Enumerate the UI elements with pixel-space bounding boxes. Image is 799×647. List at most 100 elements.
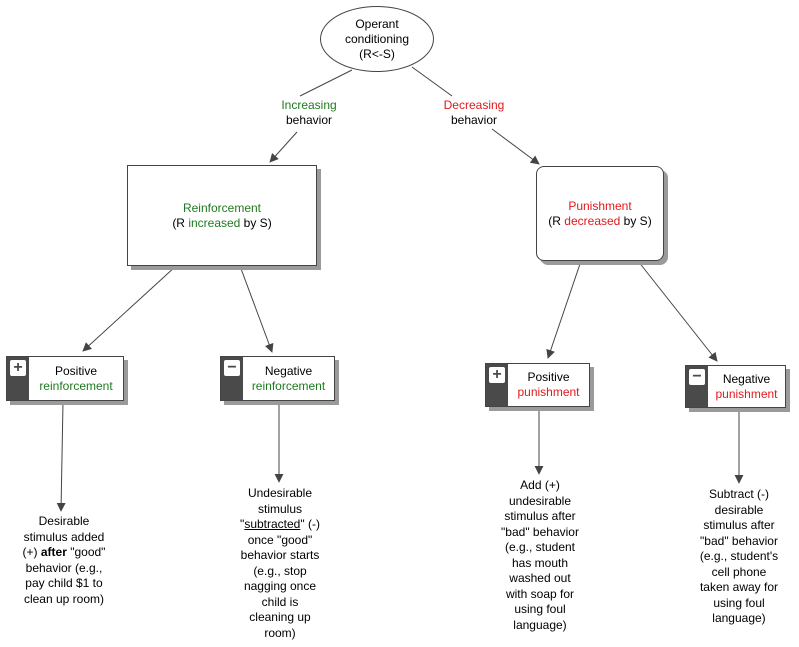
edge-reinforcement-to-positive [82,265,177,352]
desc-line: (e.g., student [504,540,576,554]
desc-line: has mouth [511,555,569,570]
edge-positive-reinforcement-to-desc [56,401,66,512]
desc-line: Undesirable [247,486,313,500]
root-node-operant-conditioning: Operant conditioning (R<-S) [320,6,434,72]
desc-line: using foul [514,602,566,616]
desc-line: clean up room) [23,591,105,606]
positive-reinforcement-line1: Positive [54,363,98,378]
edge-reinforcement-to-negative [239,265,274,353]
edge-decreasing-to-punishment [491,128,540,165]
desc-line: "subtracted" (-) [230,517,330,533]
negative-reinforcement-sign-bar: − [221,357,243,400]
positive-punishment-text: Positive punishment [508,364,589,406]
desc-line: Desirable [38,514,90,528]
desc-line: Subtract (-) [708,487,769,501]
edge-punishment-to-negative [637,260,718,362]
edge-label-decreasing-line2: behavior [450,113,498,127]
desc-line: once "good" [247,532,313,547]
desc-line: stimulus [257,501,302,516]
negative-reinforcement-line1: Negative [264,363,313,378]
desc-fragment: "good" [66,545,106,559]
desc-line: "bad" behavior [501,524,579,539]
negative-reinforcement-description: Undesirable stimulus "subtracted" (-) on… [230,486,330,641]
reinforcement-title: Reinforcement [182,200,262,215]
desc-line: language) [712,611,766,625]
positive-punishment-description: Add (+) undesirable stimulus after "bad"… [490,478,590,633]
minus-icon: − [224,360,240,376]
desc-fragment: " [240,517,245,531]
edge-label-increasing-line2: behavior [285,113,333,127]
positive-punishment-line1: Positive [527,370,570,384]
desc-line: "bad" behavior [700,533,778,548]
reinforcement-subtitle: (R increased by S) [172,216,271,231]
minus-icon: − [689,369,705,385]
positive-reinforcement-sign-bar: + [7,357,29,400]
edge-label-increasing-line1: Increasing [281,98,337,112]
punishment-node: Punishment (R decreased by S) [536,166,664,261]
desc-line: stimulus added [23,529,105,544]
desc-line: using foul [713,595,765,610]
edge-label-decreasing-line1: Decreasing [443,98,505,112]
desc-line: (e.g., stop [253,563,307,578]
desc-line: language) [513,617,567,632]
desc-line: undesirable [508,493,572,508]
desc-line: pay child $1 to [25,576,103,590]
root-label-line3: (R<-S) [359,46,395,61]
reinforcement-sub-keyword: increased [188,215,241,230]
desc-fragment: (+) [22,545,41,559]
negative-reinforcement-line2: reinforcement [251,378,326,393]
root-label-line1: Operant [355,16,399,31]
punishment-sub-suffix: by S) [620,213,652,228]
desc-line: behavior starts [240,548,320,562]
positive-punishment-sign-bar: + [486,364,508,406]
desc-emphasis: after [40,545,67,559]
desc-line: stimulus after [703,518,775,532]
plus-icon: + [10,360,26,376]
negative-reinforcement-text: Negative reinforcement [243,357,334,400]
desc-line: with soap for [505,586,575,601]
positive-reinforcement-line2: reinforcement [39,378,113,393]
reinforcement-sub-prefix: (R [172,215,189,230]
desc-line: child is [261,594,299,609]
positive-reinforcement-description: Desirable stimulus added (+) after "good… [6,514,122,607]
desc-line: cell phone [711,564,767,579]
negative-punishment-line2: punishment [715,386,778,401]
reinforcement-node: Reinforcement (R increased by S) [127,165,317,266]
desc-line: stimulus after [504,509,576,523]
punishment-sub-keyword: decreased [564,213,621,228]
desc-line: (e.g., student's [699,549,779,563]
desc-line: cleaning up [249,610,311,624]
negative-punishment-description: Subtract (-) desirable stimulus after "b… [689,487,789,627]
edge-increasing-to-reinforcement [269,131,298,163]
desc-fragment: " (-) [300,517,320,531]
punishment-subtitle: (R decreased by S) [548,214,651,229]
edge-root-to-increasing [299,69,353,97]
desc-line: nagging once [243,579,317,593]
negative-reinforcement-node: − Negative reinforcement [220,356,335,401]
negative-punishment-node: − Negative punishment [685,365,786,408]
negative-punishment-text: Negative punishment [708,366,785,407]
edge-label-decreasing: Decreasing behavior [414,98,534,128]
desc-line: desirable [714,502,764,517]
desc-line: room) [264,625,296,640]
positive-reinforcement-text: Positive reinforcement [29,357,123,400]
positive-reinforcement-node: + Positive reinforcement [6,356,124,401]
desc-line: taken away for [699,580,779,594]
negative-punishment-sign-bar: − [686,366,708,407]
positive-punishment-node: + Positive punishment [485,363,590,407]
punishment-sub-prefix: (R [548,213,565,228]
edge-punishment-to-positive [546,260,582,359]
desc-line: behavior (e.g., [25,560,103,575]
desc-line: washed out [509,571,571,585]
edge-label-increasing: Increasing behavior [249,98,369,128]
root-label-line2: conditioning [344,31,410,46]
desc-line: (+) after "good" [6,545,122,561]
negative-punishment-line1: Negative [722,371,771,386]
positive-punishment-line2: punishment [517,385,580,399]
edge-root-to-decreasing [411,66,453,97]
plus-icon: + [489,367,505,383]
reinforcement-sub-suffix: by S) [240,215,272,230]
punishment-title: Punishment [568,198,632,213]
desc-line: Add (+) [520,478,560,492]
